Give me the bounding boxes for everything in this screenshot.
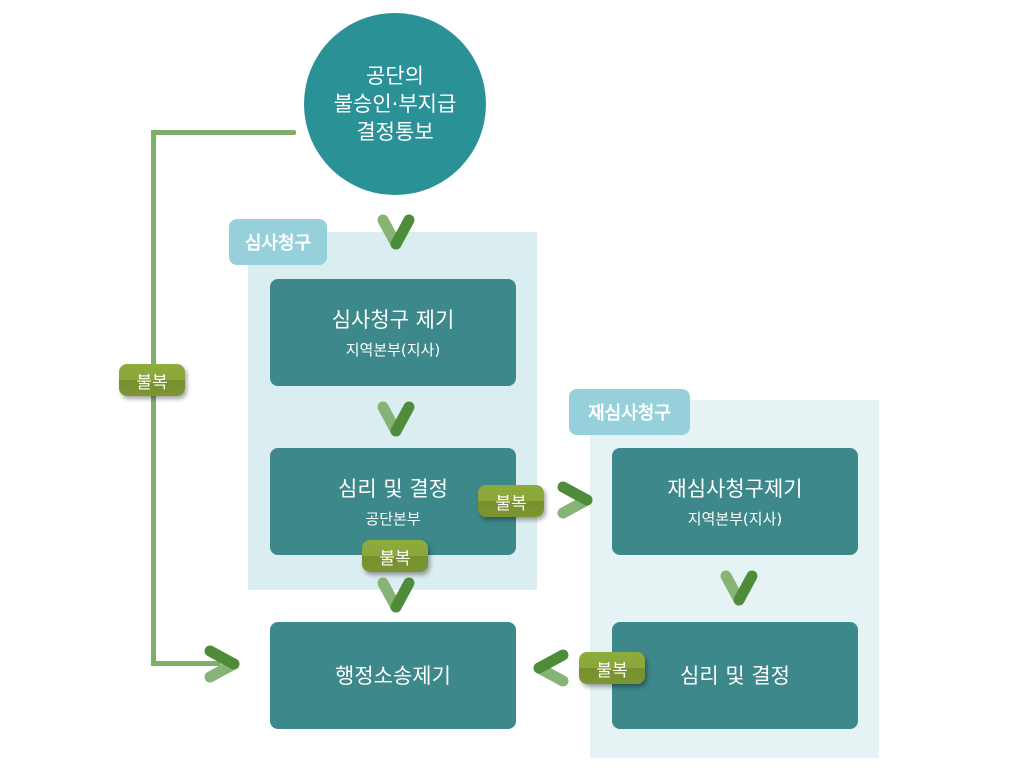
re-review-filing-title: 재심사청구제기 — [667, 476, 803, 501]
start-node-line-1: 공단의 — [366, 64, 424, 88]
appeal-badge-review-to-re-review: 불복 — [478, 485, 544, 517]
re-review-decision-title: 심리 및 결정 — [680, 663, 790, 688]
review-decision-box: 심리 및 결정 공단본부 — [270, 448, 516, 555]
review-filing-title: 심사청구 제기 — [331, 307, 455, 332]
connector-line-vertical — [151, 130, 156, 666]
review-filing-box: 심사청구 제기 지역본부(지사) — [270, 279, 516, 386]
re-review-filing-box: 재심사청구제기 지역본부(지사) — [612, 448, 858, 555]
chevron-down-icon — [377, 401, 415, 437]
appeal-badge-review-to-litigation: 불복 — [362, 540, 428, 572]
chevron-down-icon — [377, 214, 415, 250]
admin-litigation-title: 행정소송제기 — [335, 663, 451, 688]
re-review-filing-sub: 지역본부(지사) — [687, 509, 783, 528]
chevron-right-icon — [204, 645, 240, 683]
connector-line-bottom — [151, 661, 221, 666]
appeal-badge-left-line: 불복 — [119, 364, 185, 396]
chevron-down-icon — [377, 577, 415, 613]
start-node-line-2: 불승인·부지급 — [333, 92, 457, 116]
start-node-line-3: 결정통보 — [356, 120, 434, 144]
review-section-tag: 심사청구 — [229, 219, 327, 265]
chevron-left-icon — [533, 649, 569, 687]
connector-line-top — [151, 130, 296, 135]
admin-litigation-box: 행정소송제기 — [270, 622, 516, 729]
re-review-section-tag: 재심사청구 — [569, 389, 690, 435]
review-decision-title: 심리 및 결정 — [338, 476, 448, 501]
appeal-badge-re-review-to-litigation: 불복 — [579, 652, 645, 684]
chevron-down-icon — [720, 570, 758, 606]
review-filing-sub: 지역본부(지사) — [345, 340, 441, 359]
review-decision-sub: 공단본부 — [365, 509, 421, 528]
re-review-decision-box: 심리 및 결정 — [612, 622, 858, 729]
start-node-notice: 공단의 불승인·부지급 결정통보 — [304, 13, 486, 195]
chevron-right-icon — [557, 481, 593, 519]
